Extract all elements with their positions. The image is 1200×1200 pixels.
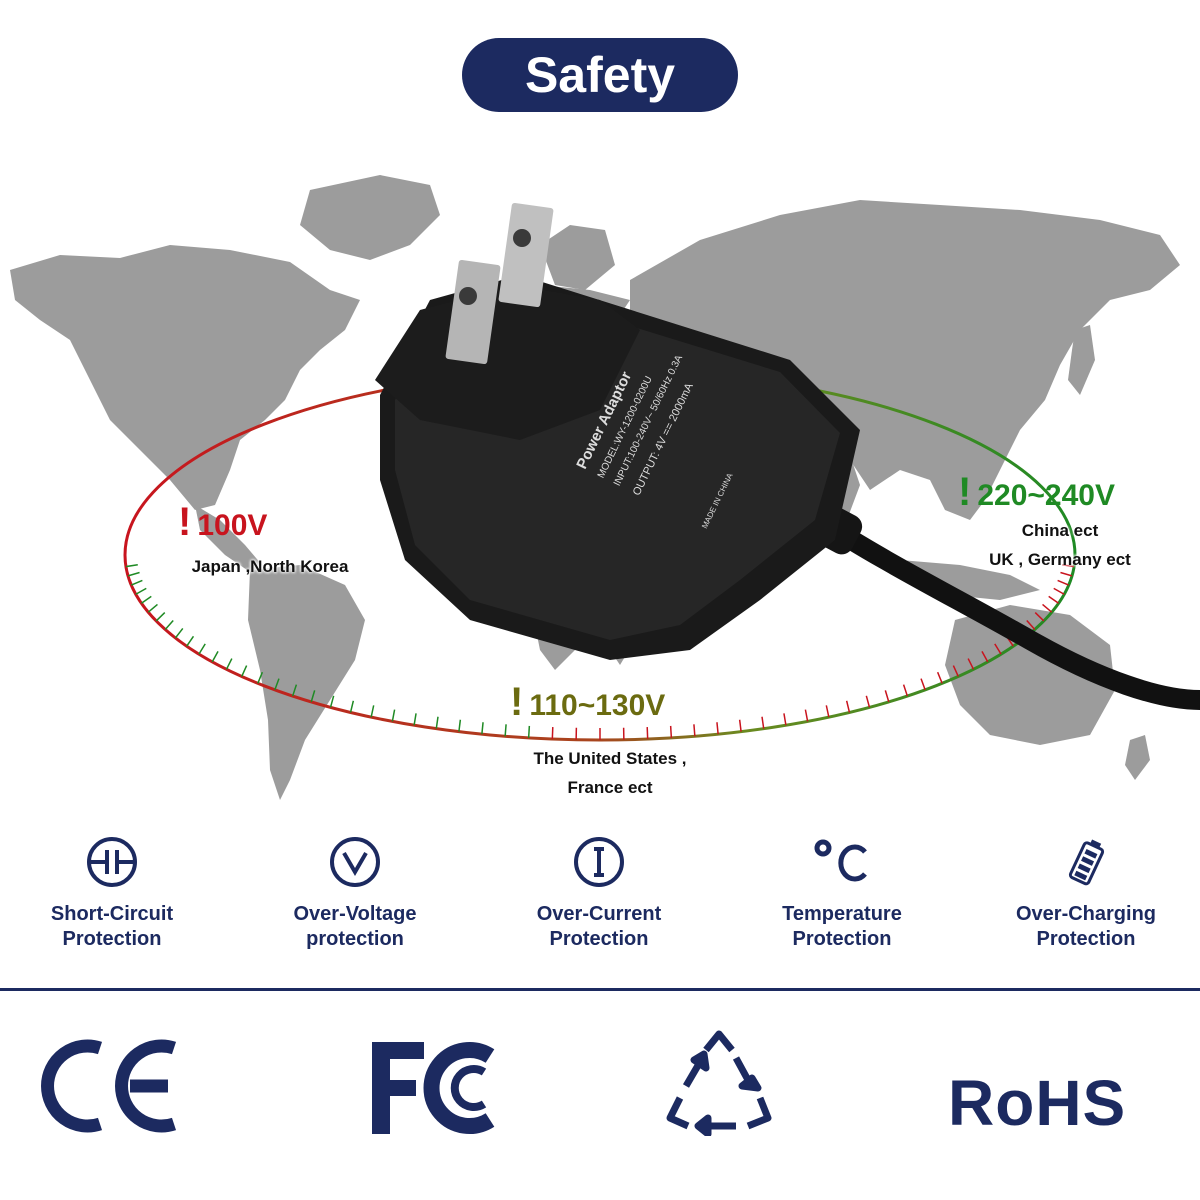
region-text: UK , Germany ect xyxy=(989,550,1131,569)
adapter-cable xyxy=(810,510,1200,710)
feature-label: Over-Charging Protection xyxy=(1016,902,1156,952)
warning-icon: ! xyxy=(178,500,192,544)
page-title-text: Safety xyxy=(524,47,676,103)
feature-label-text: Over-Charging Protection xyxy=(1015,903,1157,950)
feature-short-circuit: Short-Circuit Protection xyxy=(12,834,212,952)
voltage-100v-regions: Japan ,North Korea xyxy=(170,552,370,581)
voltage-value: 100V xyxy=(197,509,268,542)
feature-label-text: Over-Voltage protection xyxy=(293,903,417,950)
battery-icon xyxy=(1058,834,1114,890)
short-circuit-icon xyxy=(84,834,140,890)
temperature-icon xyxy=(811,834,873,890)
warning-icon: ! xyxy=(958,470,972,514)
region-text: China ect xyxy=(1021,521,1099,540)
voltage-value: 220~240V xyxy=(977,479,1115,512)
world-map-scene: Power Adaptor MODEL:WY-1200-0200U INPUT:… xyxy=(10,175,1200,800)
feature-label-text: Over-Current Protection xyxy=(536,903,662,950)
section-divider xyxy=(0,988,1200,991)
voltage-220v: ! 220~240V xyxy=(958,470,1115,515)
feature-label: Over-Voltage protection xyxy=(294,902,417,952)
voltage-220v-regions: China ect UK , Germany ect xyxy=(960,516,1160,574)
over-voltage-icon xyxy=(327,834,383,890)
rohs-text: RoHS xyxy=(948,1067,1127,1139)
region-text: France ect xyxy=(567,778,653,797)
feature-label-text: Short-Circuit Protection xyxy=(50,903,174,950)
feature-over-voltage: Over-Voltage protection xyxy=(255,834,455,952)
ce-mark-icon xyxy=(38,1036,183,1141)
feature-label-text: Temperature Protection xyxy=(782,903,902,950)
power-adapter: Power Adaptor MODEL:WY-1200-0200U INPUT:… xyxy=(375,202,860,660)
voltage-110v-regions: The United States , France ect xyxy=(505,744,715,802)
rohs-mark-icon: RoHS xyxy=(948,1066,1126,1140)
voltage-110v: ! 110~130V xyxy=(510,680,665,725)
feature-label: Short-Circuit Protection xyxy=(51,902,173,952)
region-text: Japan ,North Korea xyxy=(191,557,349,576)
plug-prongs xyxy=(445,202,554,365)
warning-icon: ! xyxy=(510,680,524,724)
feature-temperature: Temperature Protection xyxy=(742,834,942,952)
voltage-value: 110~130V xyxy=(529,689,666,722)
voltage-100v: ! 100V xyxy=(178,500,267,545)
feature-label: Over-Current Protection xyxy=(537,902,661,952)
feature-over-current: Over-Current Protection xyxy=(499,834,699,952)
fcc-mark-icon xyxy=(372,1038,508,1143)
feature-over-charging: Over-Charging Protection xyxy=(986,834,1186,952)
page-title: Safety xyxy=(462,38,738,112)
voltage-ring-ticks xyxy=(125,563,1075,740)
region-text: The United States , xyxy=(533,749,687,768)
feature-label: Temperature Protection xyxy=(782,902,902,952)
over-current-icon xyxy=(571,834,627,890)
recycle-icon xyxy=(664,1028,774,1141)
